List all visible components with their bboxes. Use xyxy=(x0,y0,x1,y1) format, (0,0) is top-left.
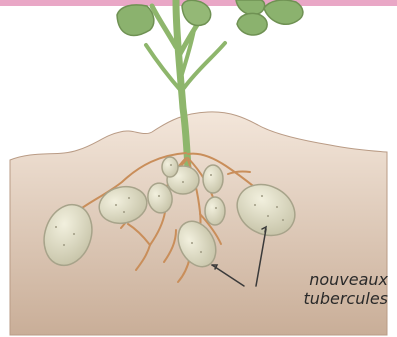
label-line-2: tubercules xyxy=(268,289,388,308)
new-tubers-label: nouveaux tubercules xyxy=(268,270,388,308)
label-line-1: nouveaux xyxy=(268,270,388,289)
